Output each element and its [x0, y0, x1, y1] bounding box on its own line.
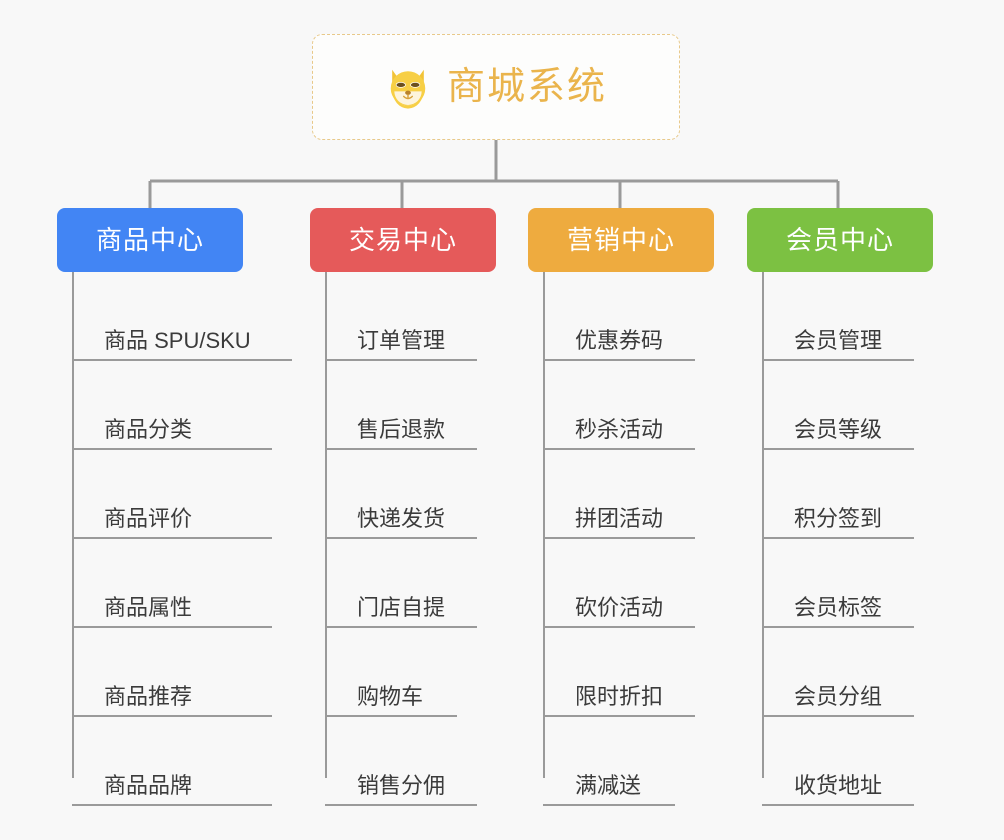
list-item[interactable]: 快递发货 [325, 450, 510, 539]
list-item-label: 售后退款 [357, 417, 446, 442]
category-header-label: 营销中心 [566, 225, 675, 255]
list-item[interactable]: 拼团活动 [543, 450, 728, 539]
list-item-label: 商品评价 [104, 506, 193, 531]
list-item[interactable]: 秒杀活动 [543, 361, 728, 450]
list-item[interactable]: 会员管理 [762, 272, 947, 361]
list-item[interactable]: 收货地址 [762, 717, 947, 806]
category-column-marketing: 营销中心 优惠券码 秒杀活动 拼团活动 砍价活动 限时折扣 满减送 [528, 208, 728, 806]
list-item-label: 收货地址 [794, 773, 883, 798]
list-item-label: 拼团活动 [575, 506, 664, 531]
list-item[interactable]: 砍价活动 [543, 539, 728, 628]
list-item[interactable]: 商品品牌 [72, 717, 287, 806]
list-item-label: 会员管理 [794, 328, 883, 353]
list-item[interactable]: 商品分类 [72, 361, 287, 450]
list-item[interactable]: 购物车 [325, 628, 510, 717]
list-item-label: 秒杀活动 [575, 417, 664, 442]
list-item-label: 商品属性 [104, 595, 193, 620]
category-header-product[interactable]: 商品中心 [57, 208, 243, 272]
list-item[interactable]: 门店自提 [325, 539, 510, 628]
category-header-label: 会员中心 [785, 225, 894, 255]
list-item-label: 积分签到 [794, 506, 883, 531]
list-item-label: 商品推荐 [104, 684, 193, 709]
category-header-member[interactable]: 会员中心 [747, 208, 933, 272]
list-item-label: 订单管理 [357, 328, 446, 353]
list-item[interactable]: 商品 SPU/SKU [72, 272, 292, 361]
item-list-member: 会员管理 会员等级 积分签到 会员标签 会员分组 收货地址 [747, 272, 947, 806]
category-column-member: 会员中心 会员管理 会员等级 积分签到 会员标签 会员分组 收货地址 [747, 208, 947, 806]
list-item-label: 商品 SPU/SKU [104, 328, 251, 353]
category-column-product: 商品中心 商品 SPU/SKU 商品分类 商品评价 商品属性 商品推荐 商品品牌 [57, 208, 292, 806]
root-node[interactable]: 商城系统 [312, 34, 680, 140]
category-header-trade[interactable]: 交易中心 [310, 208, 496, 272]
shiba-dog-icon [390, 69, 426, 109]
list-item[interactable]: 会员标签 [762, 539, 947, 628]
list-item-label: 购物车 [357, 684, 424, 709]
category-header-label: 商品中心 [95, 225, 204, 255]
list-item[interactable]: 订单管理 [325, 272, 510, 361]
item-list-trade: 订单管理 售后退款 快递发货 门店自提 购物车 销售分佣 [310, 272, 510, 806]
category-column-trade: 交易中心 订单管理 售后退款 快递发货 门店自提 购物车 销售分佣 [310, 208, 510, 806]
list-item[interactable]: 会员等级 [762, 361, 947, 450]
list-item-label: 会员等级 [794, 417, 883, 442]
list-item[interactable]: 积分签到 [762, 450, 947, 539]
list-item-label: 砍价活动 [575, 595, 664, 620]
list-item[interactable]: 满减送 [543, 717, 728, 806]
category-header-label: 交易中心 [348, 225, 457, 255]
list-item-label: 商品品牌 [104, 773, 193, 798]
list-item[interactable]: 售后退款 [325, 361, 510, 450]
item-list-marketing: 优惠券码 秒杀活动 拼团活动 砍价活动 限时折扣 满减送 [528, 272, 728, 806]
list-item[interactable]: 商品属性 [72, 539, 287, 628]
list-item[interactable]: 销售分佣 [325, 717, 510, 806]
list-item[interactable]: 限时折扣 [543, 628, 728, 717]
list-item-label: 优惠券码 [575, 328, 664, 353]
list-item[interactable]: 优惠券码 [543, 272, 728, 361]
root-title: 商城系统 [446, 66, 607, 108]
list-item-label: 门店自提 [357, 595, 446, 620]
list-item-label: 销售分佣 [357, 773, 446, 798]
list-item-label: 满减送 [575, 773, 642, 798]
list-item-label: 会员分组 [794, 684, 883, 709]
category-header-marketing[interactable]: 营销中心 [528, 208, 714, 272]
list-item[interactable]: 商品评价 [72, 450, 287, 539]
list-item-label: 会员标签 [794, 595, 883, 620]
list-item-label: 快递发货 [357, 506, 446, 531]
item-list-product: 商品 SPU/SKU 商品分类 商品评价 商品属性 商品推荐 商品品牌 [57, 272, 292, 806]
list-item[interactable]: 会员分组 [762, 628, 947, 717]
list-item-label: 商品分类 [104, 417, 193, 442]
list-item-label: 限时折扣 [575, 684, 664, 709]
list-item[interactable]: 商品推荐 [72, 628, 287, 717]
